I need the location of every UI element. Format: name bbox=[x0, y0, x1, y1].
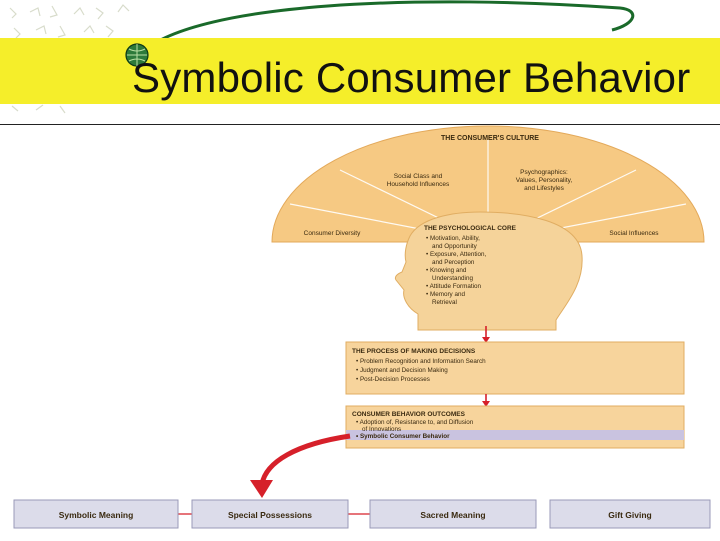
bottom-box-label: Sacred Meaning bbox=[420, 510, 485, 520]
flow-arrow-head bbox=[482, 337, 490, 343]
bottom-box-shape bbox=[191, 499, 349, 529]
bottom-row: Symbolic Meaning Special Possessions Sac… bbox=[13, 499, 711, 529]
core-item: • Motivation, Ability, bbox=[426, 235, 480, 242]
outcomes-item-highlighted: • Symbolic Consumer Behavior bbox=[356, 433, 450, 440]
slide-title: Symbolic Consumer Behavior bbox=[132, 54, 691, 101]
outcomes-heading: CONSUMER BEHAVIOR OUTCOMES bbox=[352, 411, 466, 418]
bottom-box-label: Gift Giving bbox=[608, 510, 651, 520]
culture-heading: THE CONSUMER'S CULTURE bbox=[441, 135, 539, 142]
outcomes-box-shape bbox=[345, 405, 685, 449]
curved-red-arrow bbox=[259, 433, 351, 485]
culture-section-diversity: Consumer Diversity bbox=[304, 230, 361, 237]
bottom-box-special-possessions: Special Possessions bbox=[191, 499, 349, 529]
consumer-behavior-framework-diagram: THE CONSUMER'S CULTURE Social Class and … bbox=[13, 125, 711, 529]
outcomes-item: • Adoption of, Resistance to, and Diffus… bbox=[356, 419, 474, 426]
core-item: Understanding bbox=[432, 275, 473, 282]
curved-red-arrow-head bbox=[250, 480, 273, 498]
head-silhouette bbox=[394, 211, 583, 331]
consumer-culture-arch: THE CONSUMER'S CULTURE Social Class and … bbox=[271, 125, 705, 243]
arch-divider-lines bbox=[289, 140, 687, 243]
core-item: • Knowing and bbox=[426, 267, 467, 274]
core-item: • Attitude Formation bbox=[426, 283, 482, 290]
core-heading: THE PSYCHOLOGICAL CORE bbox=[424, 225, 517, 232]
symbolic-behavior-highlight bbox=[346, 430, 684, 440]
psychological-core: THE PSYCHOLOGICAL CORE • Motivation, Abi… bbox=[394, 211, 583, 331]
bottom-box-shape bbox=[13, 499, 179, 529]
bottom-box-shape bbox=[369, 499, 537, 529]
bottom-box-symbolic-meaning: Symbolic Meaning bbox=[13, 499, 179, 529]
culture-section-social-influences: Social Influences bbox=[609, 230, 659, 237]
decisions-item: • Judgment and Decision Making bbox=[356, 367, 448, 374]
decisions-heading: THE PROCESS OF MAKING DECISIONS bbox=[352, 348, 476, 355]
culture-section-social-class: Social Class and bbox=[394, 173, 443, 180]
bottom-box-label: Symbolic Meaning bbox=[59, 510, 134, 520]
decision-process-box: THE PROCESS OF MAKING DECISIONS • Proble… bbox=[345, 341, 685, 395]
core-item: and Opportunity bbox=[432, 243, 478, 250]
decisions-item: • Problem Recognition and Information Se… bbox=[356, 358, 486, 365]
core-item: Retrieval bbox=[432, 299, 457, 306]
outcomes-box: CONSUMER BEHAVIOR OUTCOMES • Adoption of… bbox=[345, 405, 685, 449]
content-area bbox=[0, 124, 720, 541]
decisions-item: • Post-Decision Processes bbox=[356, 376, 430, 383]
culture-section-psychographics: Psychographics: bbox=[520, 169, 568, 176]
outcomes-item: of Innovations bbox=[362, 426, 401, 433]
bottom-box-sacred-meaning: Sacred Meaning bbox=[369, 499, 537, 529]
bottom-box-shape bbox=[549, 499, 711, 529]
culture-section-psychographics-line3: and Lifestyles bbox=[524, 185, 564, 192]
core-item: • Exposure, Attention, bbox=[426, 251, 487, 258]
decision-box-shape bbox=[345, 341, 685, 395]
culture-section-psychographics-line2: Values, Personality, bbox=[516, 177, 573, 184]
flow-arrow-head bbox=[482, 401, 490, 407]
bottom-box-label: Special Possessions bbox=[228, 510, 312, 520]
core-item: • Memory and bbox=[426, 291, 465, 298]
decorative-swoosh bbox=[141, 0, 635, 54]
title-band bbox=[0, 38, 720, 104]
bottom-box-gift-giving: Gift Giving bbox=[549, 499, 711, 529]
core-item: and Perception bbox=[432, 259, 475, 266]
culture-section-social-class-line2: Household Influences bbox=[387, 181, 450, 188]
globe-bullet-icon bbox=[125, 43, 149, 67]
